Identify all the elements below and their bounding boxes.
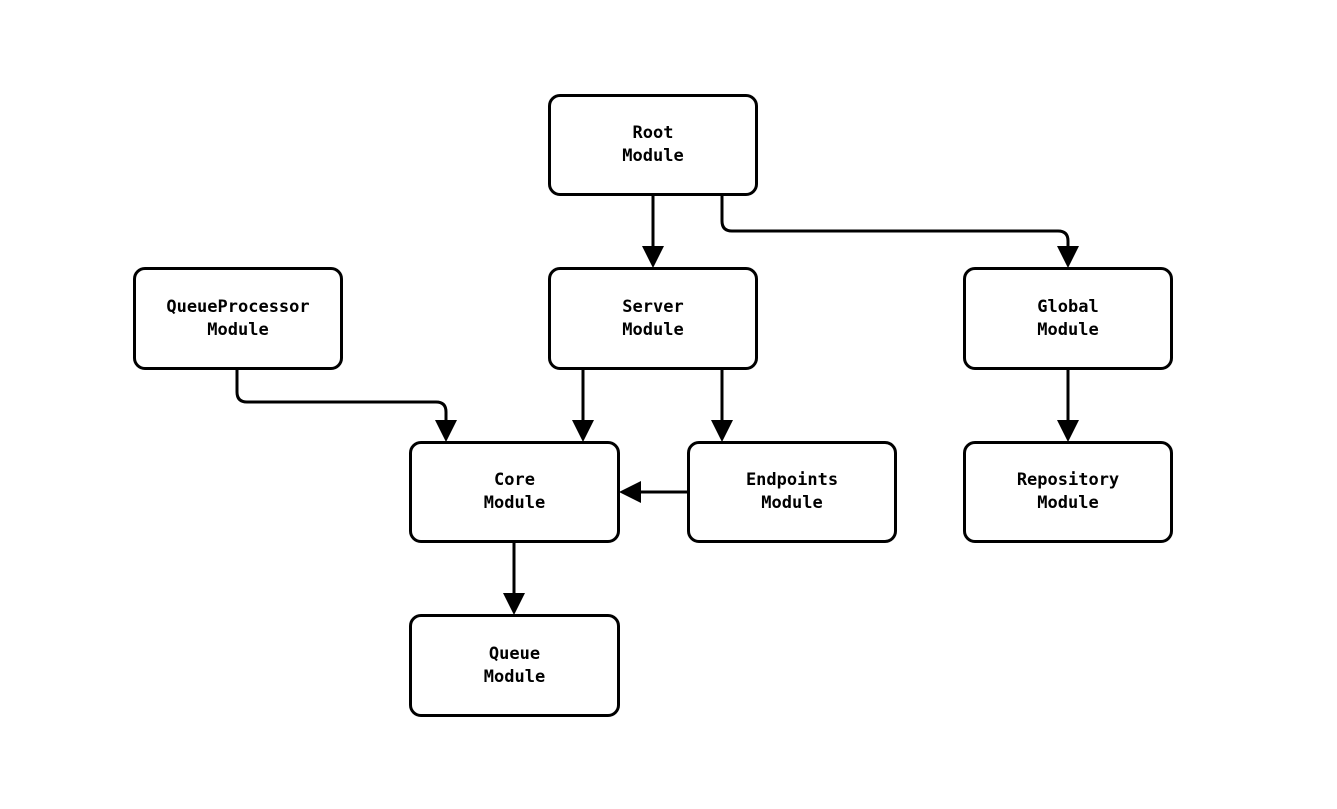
node-endpoints-module[interactable]: Endpoints Module [687, 441, 897, 543]
node-root-module-line1: Root [632, 123, 674, 143]
node-queueprocessor-module[interactable]: QueueProcessor Module [133, 267, 343, 370]
edge-root-to-server [642, 196, 664, 268]
node-core-module-line1: Core [494, 470, 535, 490]
node-queue-module-line1: Queue [488, 643, 541, 664]
node-queue-module-line2: Module [483, 666, 546, 687]
node-queue-module[interactable]: Queue Module [409, 614, 620, 717]
node-server-module[interactable]: Server Module [548, 267, 758, 370]
node-core-module-line2: Module [483, 493, 546, 513]
node-endpoints-module-line2: Module [761, 493, 823, 513]
node-repository-module-line2: Module [1037, 493, 1099, 513]
edge-root-to-global [720, 196, 1079, 268]
node-repository-module[interactable]: Repository Module [963, 441, 1173, 543]
node-endpoints-module-line1: Endpoints [745, 470, 839, 490]
node-root-module-line2: Module [622, 146, 684, 166]
edge-server-to-core [572, 370, 594, 442]
edge-global-to-repository [1057, 370, 1079, 442]
edge-endpoints-to-core [619, 481, 687, 503]
node-global-module[interactable]: Global Module [963, 267, 1173, 370]
node-server-module-line2: Module [622, 319, 684, 340]
node-global-module-line1: Global [1037, 296, 1099, 317]
node-root-module[interactable]: Root Module [548, 94, 758, 196]
edge-server-to-endpoints [711, 370, 733, 442]
node-global-module-line2: Module [1037, 319, 1099, 340]
node-repository-module-line1: Repository [1016, 470, 1120, 490]
node-core-module[interactable]: Core Module [409, 441, 620, 543]
node-queueprocessor-module-line2: Module [207, 319, 269, 340]
node-server-module-line1: Server [622, 296, 684, 317]
node-queueprocessor-module-line1: QueueProcessor [166, 296, 310, 317]
edge-queueprocessor-to-core [235, 370, 457, 442]
edge-core-to-queue [503, 543, 525, 615]
